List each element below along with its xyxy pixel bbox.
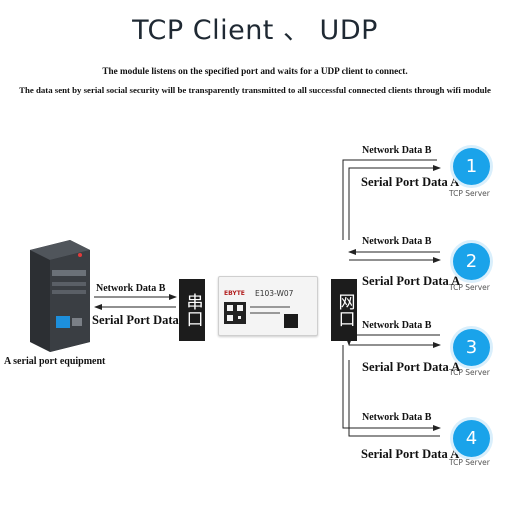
server-4-label: TCP Server [449, 458, 490, 467]
server-4-badge: 4 [453, 420, 490, 457]
server-3-badge: 3 [453, 329, 490, 366]
module-brand: EBYTE [224, 290, 245, 297]
server-2-label: TCP Server [449, 283, 490, 292]
server-4-serial-label: Serial Port Data A [361, 447, 460, 461]
server-3-label: TCP Server [449, 368, 490, 377]
left-serial-label: Serial Port Data A [92, 313, 191, 327]
server-2-badge: 2 [453, 243, 490, 280]
server-3-serial-label: Serial Port Data A [362, 360, 461, 374]
server-2-network-label: Network Data B [362, 236, 432, 247]
left-network-label: Network Data B [96, 283, 166, 294]
server-2-serial-label: Serial Port Data A [362, 274, 461, 288]
description-line-2: The data sent by serial social security … [19, 85, 491, 95]
equipment-label: A serial port equipment [4, 356, 106, 367]
server-1-serial-label: Serial Port Data A [361, 175, 460, 189]
server-1-badge: 1 [453, 148, 490, 185]
server-3-network-label: Network Data B [362, 320, 432, 331]
module-name: E103-W07 [255, 289, 294, 298]
page-title: TCP Client 、 UDP [132, 15, 378, 46]
server-4-network-label: Network Data B [362, 412, 432, 423]
description-line-1: The module listens on the specified port… [102, 66, 408, 76]
network-port-box: 网口 [331, 279, 357, 341]
server-1-network-label: Network Data B [362, 145, 432, 156]
server-1-label: TCP Server [449, 189, 490, 198]
serial-port-box: 串口 [179, 279, 205, 341]
